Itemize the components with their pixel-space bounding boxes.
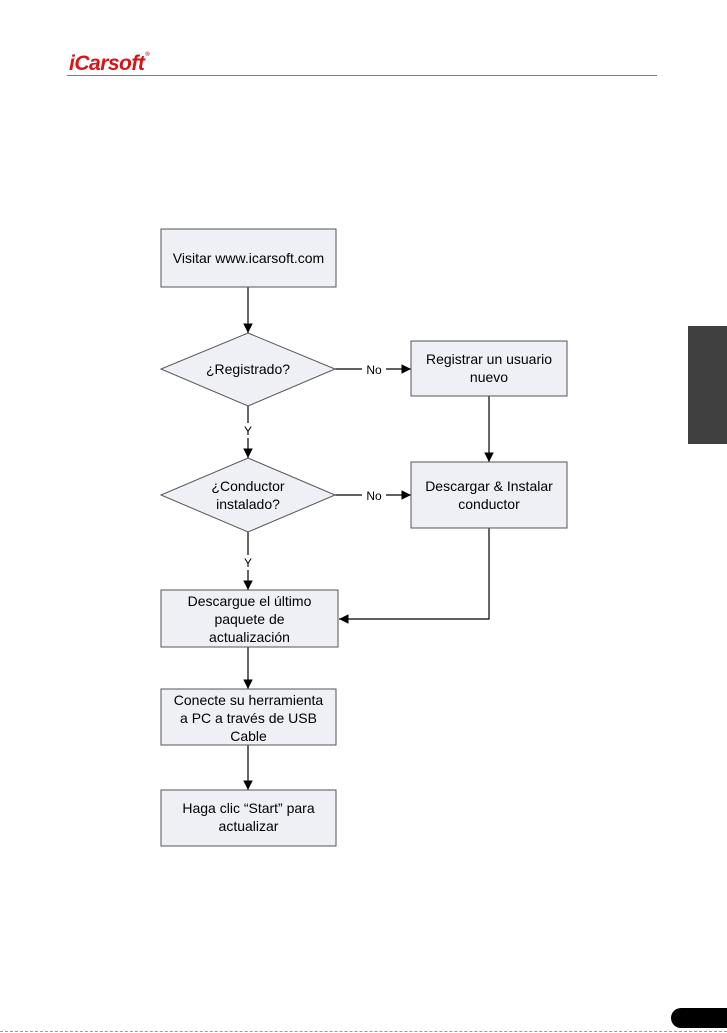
- node-visit-line-1: Visitar www.icarsoft.com: [173, 250, 324, 266]
- node-register-user: Registrar un usuario nuevo: [411, 341, 567, 396]
- node-download-package-line-3: actualización: [209, 629, 290, 645]
- edge-label-driver-no: No: [366, 489, 382, 503]
- node-download-package-line-2: paquete de: [214, 611, 284, 627]
- node-driver-installed: ¿Conductor instalado?: [161, 458, 335, 532]
- node-download-package-line-1: Descargue el último: [188, 593, 312, 609]
- node-register-user-line-2: nuevo: [470, 369, 508, 385]
- node-click-start: Haga clic “Start” para actualizar: [161, 790, 336, 846]
- node-connect-tool-line-1: Conecte su herramienta: [174, 692, 324, 708]
- node-download-driver-line-2: conductor: [458, 496, 520, 512]
- node-connect-tool-line-3: Cable: [230, 728, 267, 744]
- node-register-user-line-1: Registrar un usuario: [426, 351, 552, 367]
- edge-label-driver-yes: Y: [244, 556, 252, 570]
- node-visit: Visitar www.icarsoft.com: [161, 229, 336, 287]
- edge-download-driver-to-package: [339, 528, 489, 619]
- edge-label-registered-yes: Y: [244, 424, 252, 438]
- node-download-driver: Descargar & Instalar conductor: [411, 462, 567, 528]
- edge-label-registered-no: No: [366, 363, 382, 377]
- node-connect-tool-line-2: a PC a través de USB: [180, 710, 317, 726]
- node-registered-line-1: ¿Registrado?: [206, 361, 290, 377]
- node-download-package: Descargue el último paquete de actualiza…: [161, 590, 338, 647]
- node-download-driver-line-1: Descargar & Instalar: [425, 478, 553, 494]
- node-registered: ¿Registrado?: [161, 333, 335, 406]
- node-click-start-line-1: Haga clic “Start” para: [182, 800, 314, 816]
- node-connect-tool: Conecte su herramienta a PC a través de …: [161, 689, 336, 745]
- node-driver-installed-line-2: instalado?: [216, 496, 280, 512]
- node-click-start-line-2: actualizar: [219, 818, 279, 834]
- node-driver-installed-line-1: ¿Conductor: [211, 478, 284, 494]
